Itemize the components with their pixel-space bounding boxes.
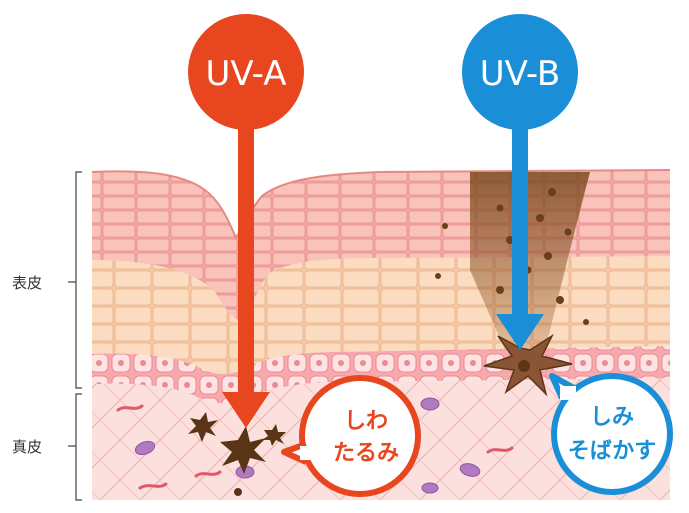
uva-arrow: UV-A (188, 14, 304, 428)
fibroblasts (134, 397, 481, 494)
epidermis-label: 表皮 (12, 274, 43, 292)
dermis-label: 真皮 (12, 438, 43, 456)
uvb-arrow: UV-B (462, 14, 578, 350)
pigment-spot (470, 172, 590, 350)
wrinkles-line1: しわ (344, 409, 388, 434)
wrinkles-line2: たるみ (333, 441, 399, 466)
collagen-damage (188, 412, 286, 496)
spots-bubble: しみ そばかす (549, 373, 673, 495)
uvb-label: UV-B (480, 54, 561, 94)
spots-line1: しみ (590, 405, 634, 430)
capillaries (116, 404, 514, 490)
epidermis-bracket (68, 171, 82, 389)
spots-line2: そばかす (568, 439, 656, 464)
wrinkles-bubble: しわ たるみ (281, 375, 421, 497)
uva-label: UV-A (206, 54, 287, 94)
dermis-bracket (68, 393, 82, 501)
